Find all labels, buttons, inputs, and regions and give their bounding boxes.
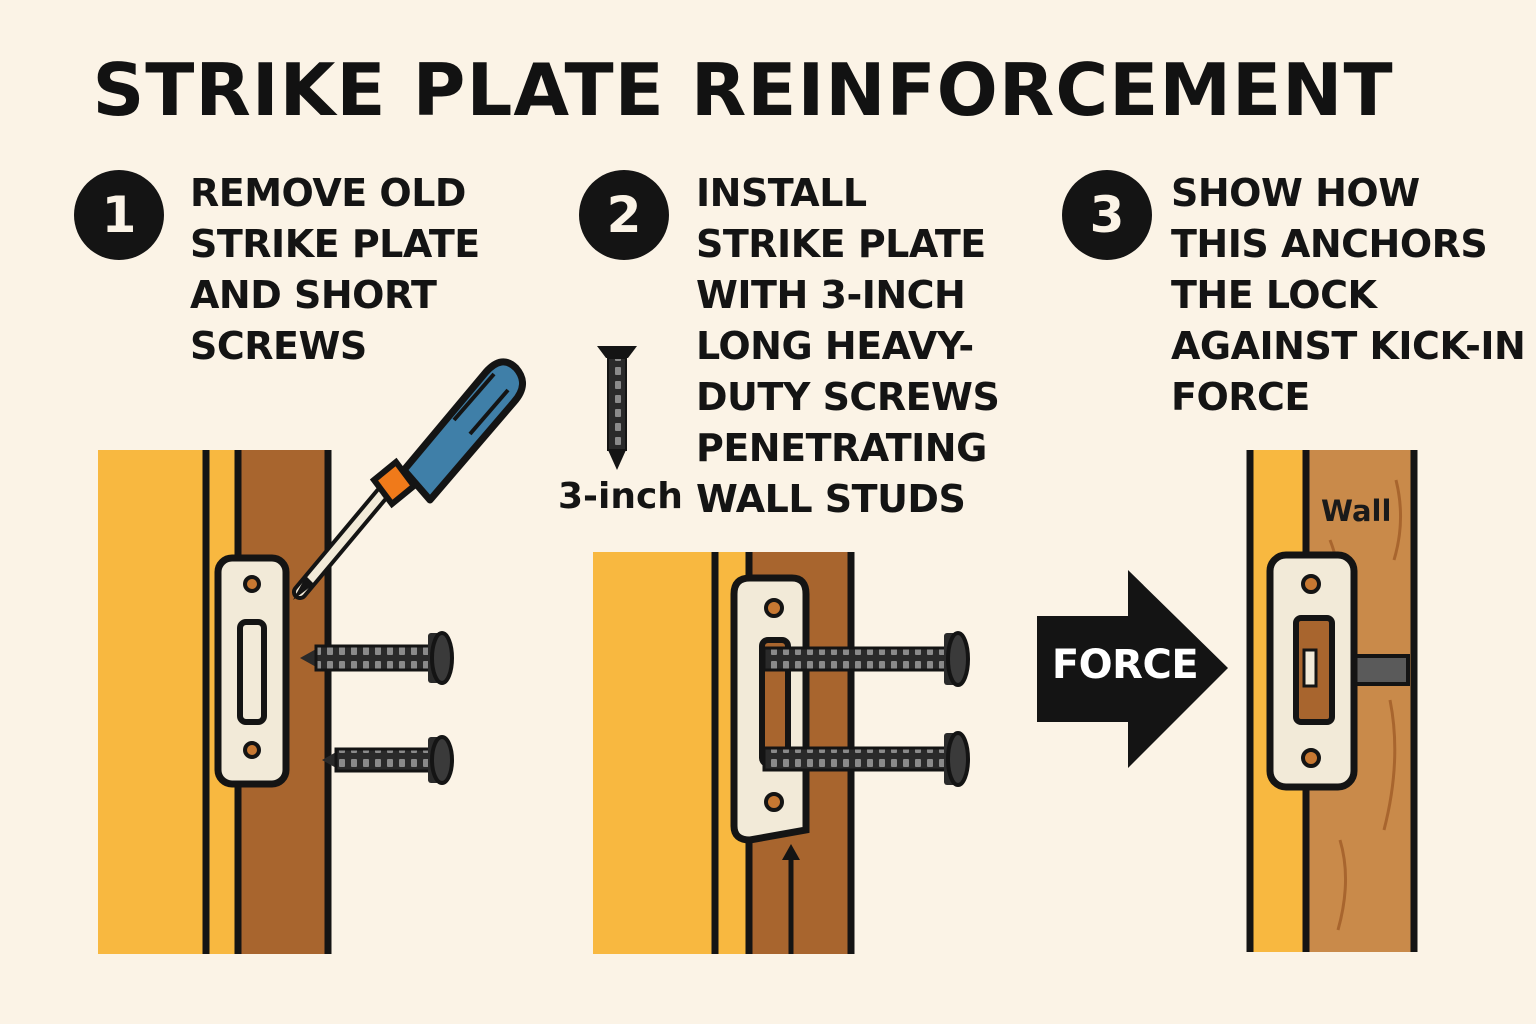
force-arrow-icon bbox=[1037, 570, 1228, 768]
step-3-text: SHOW HOW THIS ANCHORS THE LOCK AGAINST K… bbox=[1171, 171, 1526, 419]
screw-icon bbox=[300, 631, 454, 685]
panel-2-strike-plate bbox=[730, 574, 810, 844]
screw-icon bbox=[762, 731, 970, 787]
up-arrow-icon bbox=[782, 844, 800, 954]
screw-icon bbox=[322, 735, 454, 785]
screw-length-label: 3-inch bbox=[558, 476, 683, 517]
step-3-badge: 3 bbox=[1062, 170, 1152, 260]
step-2-badge: 2 bbox=[579, 170, 669, 260]
step-2-text: INSTALL STRIKE PLATE WITH 3-INCH LONG HE… bbox=[696, 171, 1000, 521]
force-label: FORCE bbox=[1051, 642, 1199, 688]
panel-1-strike-plate bbox=[214, 554, 290, 788]
screw-icon bbox=[762, 631, 970, 687]
step-1-badge: 1 bbox=[74, 170, 164, 260]
screwdriver-icon bbox=[292, 358, 526, 600]
panel-1-door-frame bbox=[98, 450, 332, 954]
page-title: STRIKE PLATE REINFORCEMENT bbox=[92, 48, 1394, 132]
step-1-text: REMOVE OLD STRIKE PLATE AND SHORT SCREWS bbox=[190, 171, 480, 368]
wall-label: Wall bbox=[1321, 494, 1392, 528]
screw-icon bbox=[597, 346, 637, 470]
panel-3-strike-plate bbox=[1266, 551, 1358, 791]
